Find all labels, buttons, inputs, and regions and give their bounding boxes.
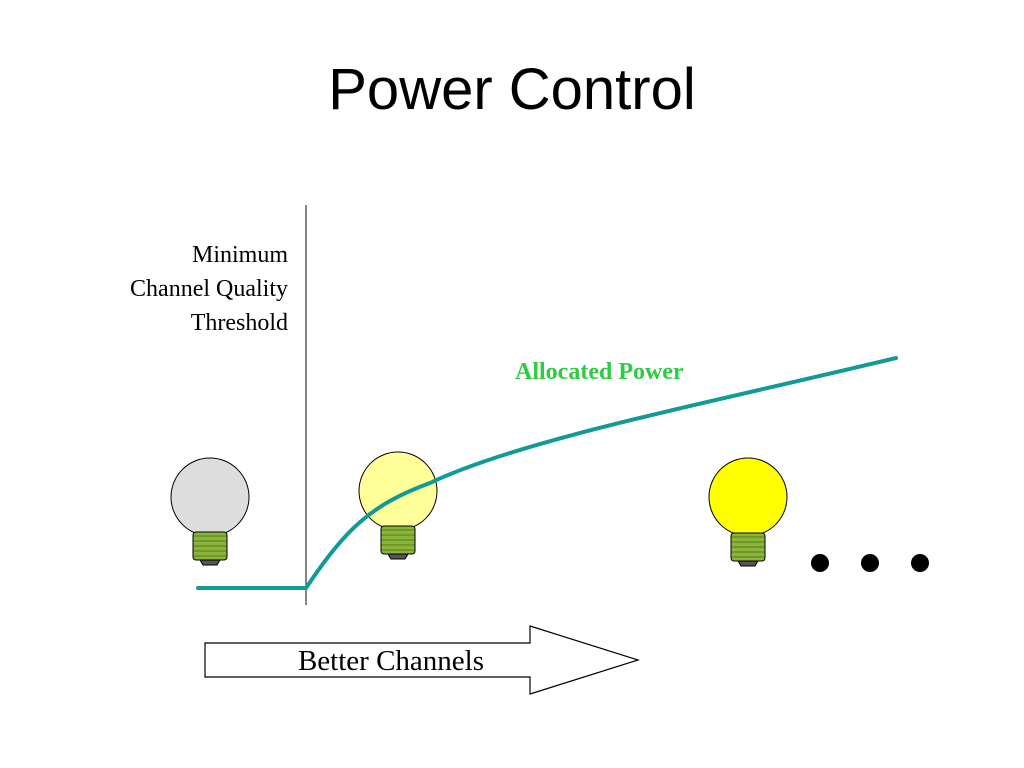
threshold-label-line: Minimum — [191, 242, 288, 268]
ellipsis-dots — [811, 554, 929, 572]
threshold-label-line: Channel Quality — [130, 276, 288, 302]
better-channels-label: Better Channels — [297, 645, 485, 677]
ellipsis-dot — [861, 554, 879, 572]
bulb-icon-off — [170, 457, 250, 566]
bulb-icon-bright — [708, 457, 788, 567]
threshold-label-line: Threshold — [190, 310, 288, 336]
threshold-label: Minimum Channel Quality Threshold — [130, 238, 288, 340]
slide-title: Power Control — [328, 57, 696, 122]
bulb-icon-dim — [358, 451, 438, 560]
ellipsis-dot — [811, 554, 829, 572]
allocated-power-curve — [196, 356, 898, 590]
better-channels-arrow — [204, 625, 640, 695]
ellipsis-dot — [911, 554, 929, 572]
allocated-power-label: Allocated Power — [515, 359, 684, 385]
